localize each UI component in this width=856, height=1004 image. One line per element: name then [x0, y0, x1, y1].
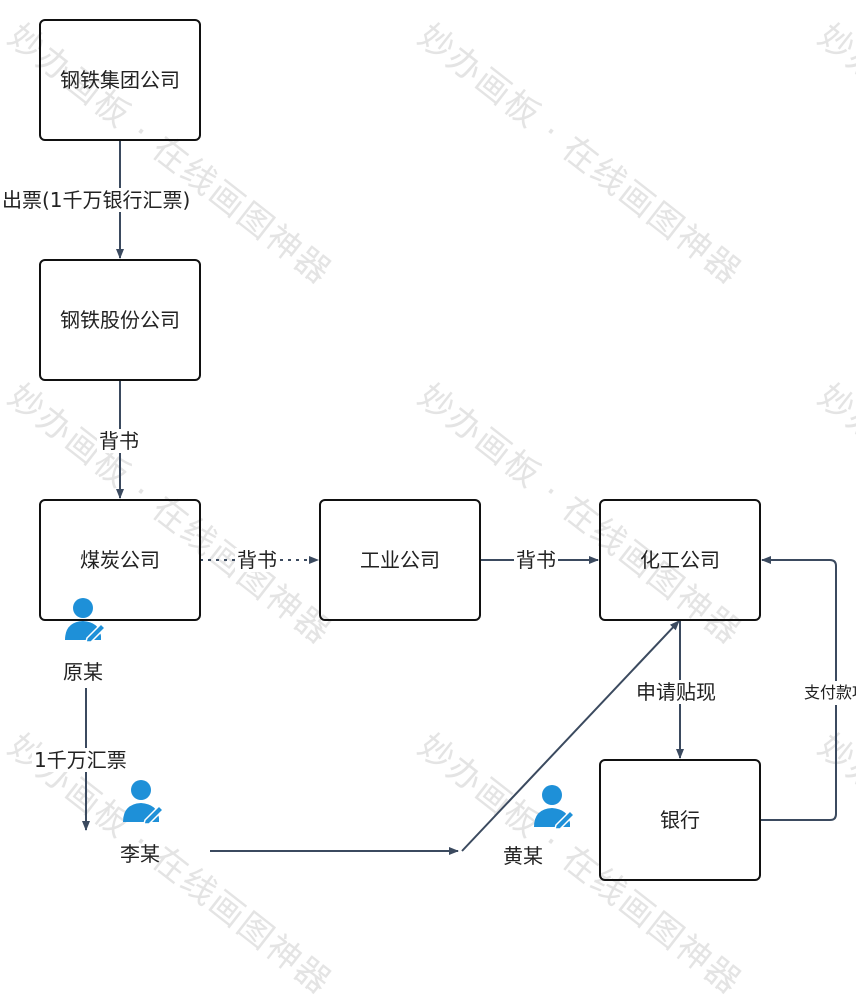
node-coal[interactable]: 煤炭公司: [39, 499, 201, 621]
node-bank-label: 银行: [660, 808, 700, 832]
diagram-canvas: 妙办画板 · 在线画图神器 妙办画板 · 在线画图神器 妙办画板 · 在线画图神…: [0, 16, 856, 1003]
node-steel-group-label: 钢铁集团公司: [60, 68, 180, 92]
person-icon[interactable]: [121, 778, 165, 824]
node-steel-group[interactable]: 钢铁集团公司: [39, 19, 201, 141]
node-industrial-label: 工业公司: [360, 548, 440, 572]
node-chemical[interactable]: 化工公司: [599, 499, 761, 621]
person-icon[interactable]: [532, 783, 576, 829]
node-bank[interactable]: 银行: [599, 759, 761, 881]
node-steel-shares-label: 钢铁股份公司: [60, 308, 180, 332]
edge-label-endorse-1: 背书: [97, 429, 141, 453]
node-chemical-label: 化工公司: [640, 548, 720, 572]
edge-label-issue: 出票(1千万银行汇票): [0, 188, 193, 212]
node-coal-label: 煤炭公司: [80, 548, 160, 572]
person-name-li: 李某: [120, 842, 160, 866]
person-name-huang: 黄某: [503, 844, 543, 868]
edge-huang-to-chemical[interactable]: [461, 620, 680, 852]
person-icon[interactable]: [63, 596, 107, 642]
person-name-yuan: 原某: [63, 660, 103, 684]
edge-label-endorse-2: 背书: [235, 548, 279, 572]
node-industrial[interactable]: 工业公司: [319, 499, 481, 621]
edge-label-transfer: 1千万汇票: [32, 748, 129, 772]
edge-label-endorse-3: 背书: [514, 548, 558, 572]
edge-label-discount: 申请贴现: [634, 680, 718, 704]
node-steel-shares[interactable]: 钢铁股份公司: [39, 259, 201, 381]
edge-label-payment: 支付款项: [802, 681, 856, 705]
